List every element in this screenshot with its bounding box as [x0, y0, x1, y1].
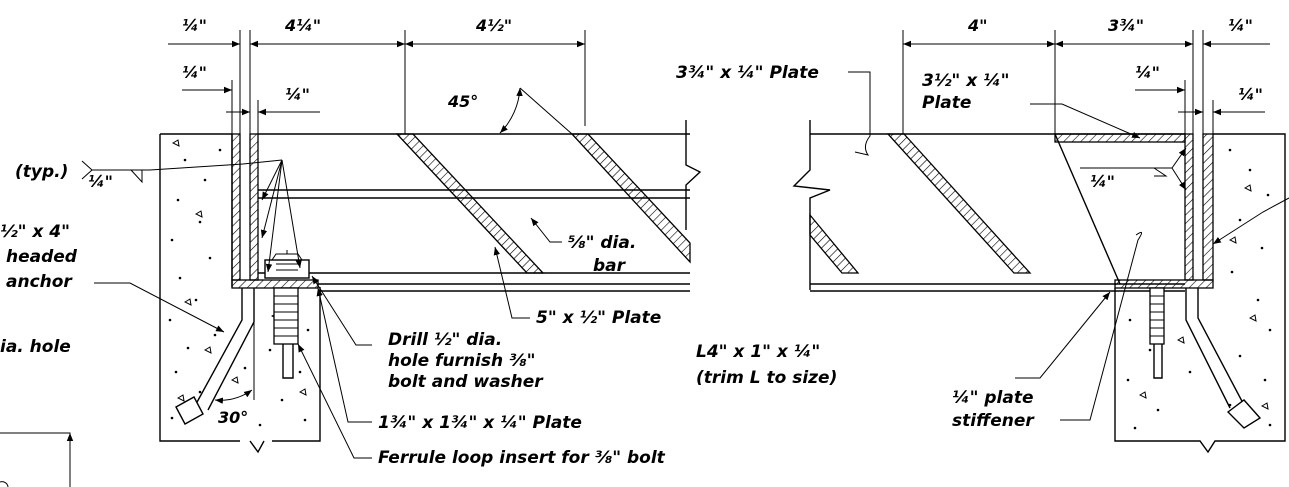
dimension-labels: ¼" 4¼" 4½" ¼" ¼" 45° 30° 4" 3¾" ¼" ¼" ¼"… — [88, 16, 1263, 427]
diagonal-bar-right — [809, 133, 1032, 274]
dim-right-quarter-mid: ¼" — [1135, 63, 1160, 82]
dim-right-three-three-quarter: 3¾" — [1108, 16, 1144, 35]
bar-label-line2: bar — [593, 256, 627, 276]
plate-33q-label: 3¾" x ¼" Plate — [676, 63, 819, 83]
diagonal-bar — [395, 133, 691, 274]
drill-label-line1: Drill ½" dia. — [388, 330, 502, 350]
typ-label: (typ.) — [15, 162, 68, 182]
bar-label-line1: ⅝" dia. — [568, 233, 636, 253]
drill-label-line2: hole furnish ⅜" — [388, 351, 535, 371]
left-vertical-plate — [231, 133, 259, 281]
right-top-plate — [792, 120, 1185, 292]
dimension-lines — [0, 30, 1270, 487]
ferrule-label: Ferrule loop insert for ⅜" bolt — [378, 448, 666, 468]
dim-left-four-half: 4½" — [475, 16, 512, 35]
right-plate-3-5 — [1054, 133, 1186, 143]
angle-label-line1: L4" x 1" x ¼" — [696, 342, 820, 362]
headed-anchor-line3: anchor — [6, 272, 73, 292]
weld-size-right: ¼" — [1090, 172, 1115, 191]
headed-anchor-line1: ½" x 4" — [0, 222, 70, 242]
dim-left-quarter-mid: ¼" — [182, 63, 207, 82]
dim-right-four: 4" — [967, 16, 987, 35]
right-vertical-plate — [1114, 133, 1214, 289]
headed-anchor-left — [175, 288, 255, 425]
dim-left-quarter-top: ¼" — [182, 16, 207, 35]
angle-label-line2: (trim L to size) — [696, 368, 837, 388]
plate-312-line1: 3½" x ¼" — [922, 71, 1010, 91]
dim-left-quarter-small: ¼" — [285, 85, 310, 104]
dim-left-four-quarter: 4¼" — [284, 16, 321, 35]
bolt-assembly — [264, 250, 310, 379]
stiffener-label-line2: stiffener — [952, 411, 1035, 431]
callout-labels: (typ.) ½" x 4" headed anchor ia. hole ⅝"… — [0, 63, 1035, 468]
angle-30-label: 30° — [218, 408, 248, 427]
drill-label-line3: bolt and washer — [388, 372, 544, 392]
leader-lines — [81, 71, 1289, 459]
weld-size-left: ¼" — [88, 172, 113, 191]
dim-right-quarter-top: ¼" — [1228, 16, 1253, 35]
plate-312-line2: Plate — [922, 93, 971, 113]
right-concrete-block — [1114, 133, 1286, 454]
angle-45-label: 45° — [447, 92, 478, 111]
left-top-plate — [258, 120, 702, 274]
left-bottom-plate — [231, 279, 690, 292]
dim-right-quarter-small: ¼" — [1238, 85, 1263, 104]
cut-off-symbol — [0, 481, 9, 487]
headed-anchor-line2: headed — [6, 247, 78, 267]
small-plate-label: 1¾" x 1¾" x ¼" Plate — [378, 413, 582, 433]
plate-5x12-label: 5" x ½" Plate — [536, 308, 661, 328]
dia-hole-label: ia. hole — [0, 337, 71, 357]
stiffener-label-line1: ¼" plate — [952, 388, 1034, 408]
right-bolt-assembly — [1149, 287, 1262, 429]
